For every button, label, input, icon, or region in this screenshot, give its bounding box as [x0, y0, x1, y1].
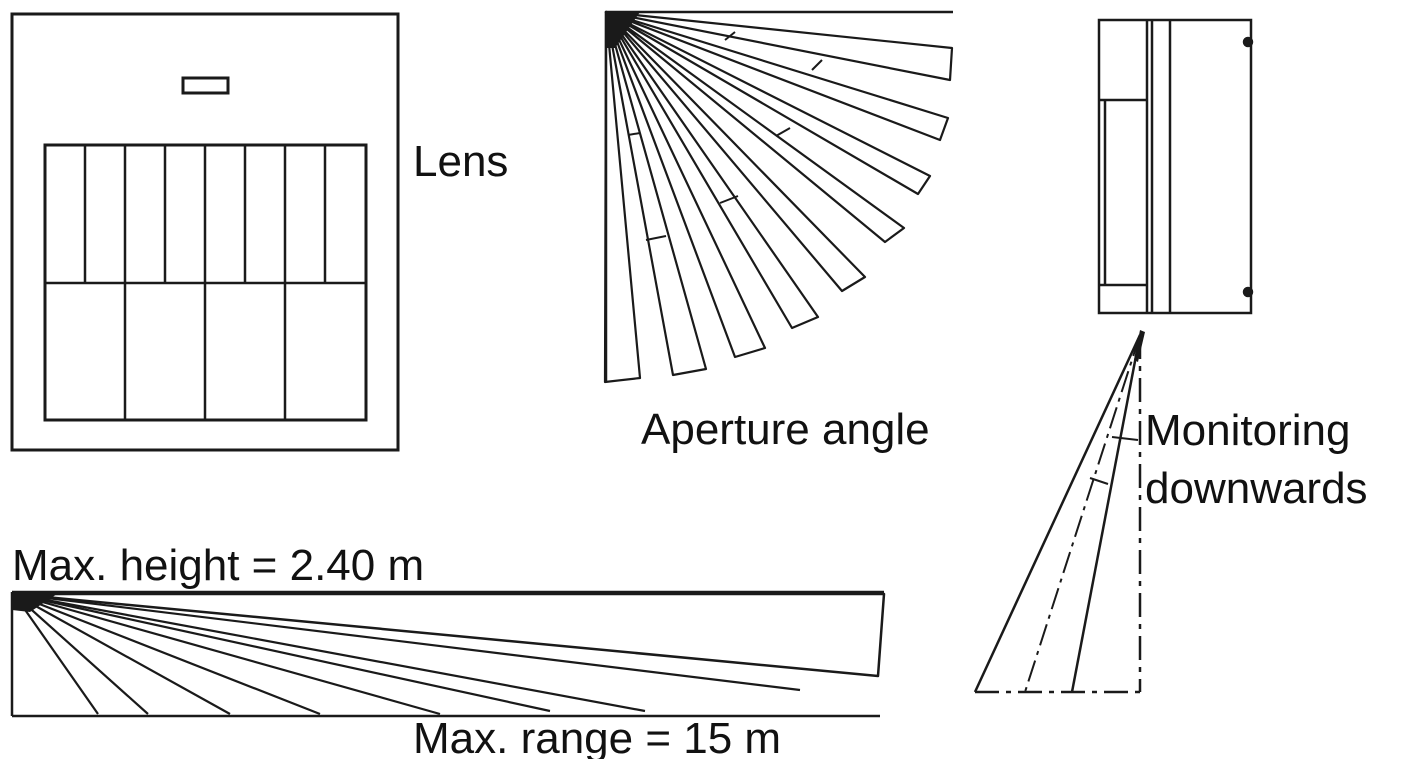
downward-beam-middle [1024, 334, 1141, 693]
aperture-beam-3 [604, 10, 767, 359]
aperture-beam-2 [604, 10, 708, 377]
monitoring-label-line2: downwards [1145, 464, 1368, 513]
mount-screw-bottom-icon [1242, 286, 1254, 298]
aperture-beam-6 [604, 10, 906, 244]
range-profile [10, 590, 886, 718]
aperture-angle-label: Aperture angle [641, 405, 930, 454]
aperture-fan [603, 10, 954, 384]
range-long-beam [12, 592, 886, 678]
downward-apex-fill [1134, 330, 1145, 362]
aperture-beam-4 [604, 10, 820, 330]
mount-screw-top-icon [1242, 36, 1254, 48]
range-beams [13, 592, 801, 716]
lens-panel [10, 12, 400, 452]
aperture-beam-5 [604, 10, 867, 293]
max-range-label: Max. range = 15 m [413, 714, 781, 759]
lens-grid-upper-dividers [83, 145, 327, 283]
downward-beam-inner [1070, 334, 1142, 693]
aperture-apex-fill [606, 12, 640, 48]
downward-beam-outer [973, 334, 1142, 693]
detector-housing [1097, 18, 1253, 315]
aperture-beam-9 [604, 10, 954, 82]
lens-window [181, 76, 230, 95]
aperture-beam-7 [604, 10, 932, 196]
max-height-label: Max. height = 2.40 m [12, 541, 424, 590]
lens-grid-lower-dividers [123, 283, 287, 420]
aperture-beam-1 [603, 10, 642, 384]
range-apex-fill [12, 592, 60, 612]
lens-label: Lens [413, 137, 508, 186]
detector-side-view [1097, 18, 1254, 315]
aperture-zone-marks [627, 31, 823, 241]
downward-beam [973, 330, 1145, 694]
lens-panel-outline [10, 12, 400, 452]
aperture-beam-8 [604, 10, 950, 142]
monitoring-label-line1: Monitoring [1145, 406, 1350, 455]
